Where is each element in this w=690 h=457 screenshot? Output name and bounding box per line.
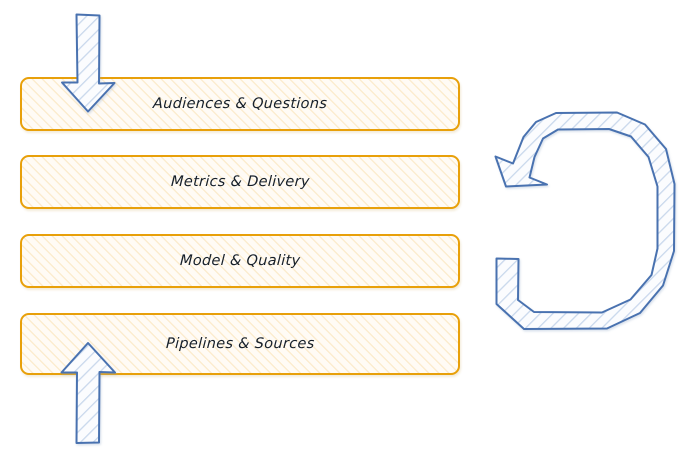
stage-label-audiences-questions: Audiences & Questions [152,96,328,112]
stage-label-metrics-delivery: Metrics & Delivery [170,174,310,190]
stage-box-audiences-questions[interactable]: Audiences & Questions [20,77,460,131]
stage-label-pipelines-sources: Pipelines & Sources [165,336,315,352]
stage-label-model-quality: Model & Quality [179,253,301,269]
stage-box-model-quality[interactable]: Model & Quality [20,234,460,288]
stage-box-metrics-delivery[interactable]: Metrics & Delivery [20,155,460,209]
stage-box-pipelines-sources[interactable]: Pipelines & Sources [20,313,460,375]
circular-feedback-arrow-icon [494,111,676,330]
